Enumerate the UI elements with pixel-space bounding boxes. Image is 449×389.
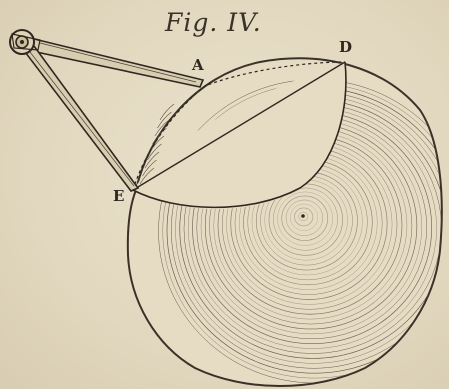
hatch-stroke — [159, 103, 175, 121]
shading-ring — [285, 199, 324, 236]
shading-ring — [281, 195, 329, 241]
arc-e-d-lower — [132, 61, 347, 209]
hatch-stroke — [152, 127, 167, 145]
compass-instrument — [9, 29, 205, 192]
hatch-stroke — [154, 119, 170, 137]
hatch-stroke — [139, 167, 155, 185]
lens-region — [133, 62, 346, 210]
shading-ring — [290, 203, 319, 231]
shading-ring — [277, 191, 333, 246]
point-label-a: A — [192, 56, 204, 74]
figure-title: Fig. IV. — [165, 8, 262, 37]
hatch-stroke — [147, 143, 162, 161]
arc-e-a-d-dashed — [132, 61, 346, 191]
lens-hatching — [139, 103, 175, 185]
chord-e-d — [132, 61, 346, 191]
point-label-e: E — [113, 187, 125, 205]
shading-ring — [273, 187, 338, 251]
shading-ring — [294, 207, 314, 227]
shading-ring — [298, 211, 309, 222]
hatch-stroke — [142, 159, 157, 177]
hatch-stroke — [157, 111, 172, 129]
sphere-center-point — [301, 214, 305, 218]
hatch-stroke — [144, 151, 160, 169]
point-label-d: D — [339, 38, 353, 56]
